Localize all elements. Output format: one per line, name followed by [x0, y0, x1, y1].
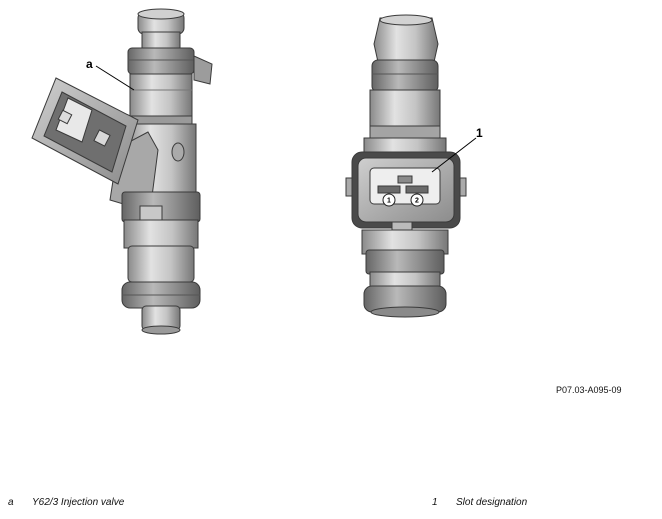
pin-1-marker	[382, 193, 396, 207]
injector-lower-body	[127, 245, 195, 283]
pin-2-label: 2	[415, 198, 419, 205]
pin-2-marker	[410, 193, 424, 207]
callout-1-leader	[431, 137, 477, 173]
electrical-connector-side	[31, 77, 139, 185]
legend-text: Slot designation	[456, 497, 528, 508]
injector-upper-seal	[127, 47, 195, 75]
pin-markers: 1 2	[382, 193, 424, 207]
callout-1: 1	[476, 126, 483, 140]
pin-1-label: 1	[387, 198, 391, 205]
injector-upper-body	[129, 73, 193, 119]
electrical-connector-front	[345, 151, 467, 233]
injector-side-view	[31, 8, 213, 335]
callout-a: a	[86, 57, 93, 71]
legend-key: a	[8, 497, 14, 508]
legend-item-a: a Y62/3 Injection valve	[8, 497, 124, 508]
injector-front-view	[345, 14, 467, 318]
legend-text: Y62/3 Injection valve	[32, 497, 125, 508]
legend-item-1: 1 Slot designation	[432, 497, 527, 508]
callout-a-leader	[95, 65, 135, 91]
injector-lower-collar-front	[365, 249, 445, 275]
figure-reference: P07.03-A095-09	[556, 385, 622, 395]
legend-key: 1	[432, 497, 438, 508]
injector-upper-seal-front	[371, 59, 439, 93]
